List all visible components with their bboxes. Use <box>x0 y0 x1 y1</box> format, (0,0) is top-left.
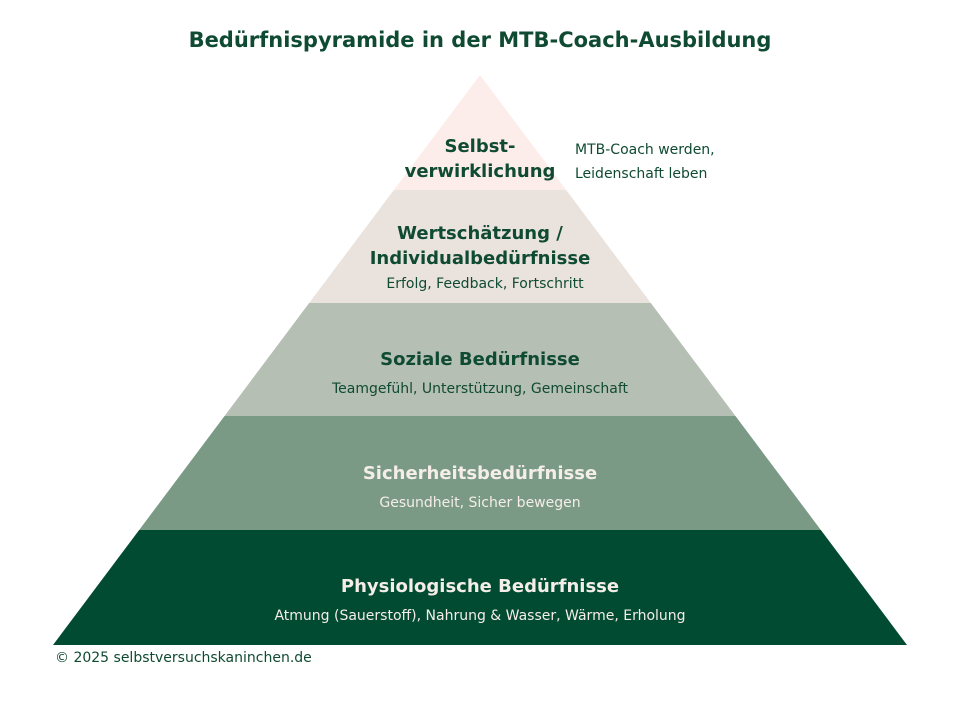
level-1-heading-line: Selbst- <box>444 136 516 157</box>
level-4-heading: Sicherheitsbedürfnisse <box>362 463 598 484</box>
side-note-line: Leidenschaft leben <box>575 166 708 182</box>
level-2-detail: Erfolg, Feedback, Fortschritt <box>386 276 584 292</box>
level-3-detail: Teamgefühl, Unterstützung, Gemeinschaft <box>331 381 629 397</box>
level-1-heading: Selbst- verwirklichung <box>380 134 580 184</box>
level-4-detail: Gesundheit, Sicher bewegen <box>379 495 581 511</box>
side-note: MTB-Coach werden, Leidenschaft leben <box>575 138 715 186</box>
pyramid-level-4 <box>139 416 821 530</box>
side-note-line: MTB-Coach werden, <box>575 142 715 158</box>
pyramid-level-2 <box>309 190 651 303</box>
level-2-heading: Wertschätzung / Individualbedürfnisse <box>330 221 630 271</box>
level-5-detail: Atmung (Sauerstoff), Nahrung & Wasser, W… <box>274 608 686 624</box>
copyright-footer: © 2025 selbstversuchskaninchen.de <box>55 650 312 666</box>
pyramid-level-1 <box>393 75 567 190</box>
level-3-heading: Soziale Bedürfnisse <box>380 349 580 370</box>
pyramid-level-5 <box>53 530 907 645</box>
level-1-heading-line: verwirklichung <box>404 161 556 182</box>
level-2-heading-line: Individualbedürfnisse <box>369 248 591 269</box>
level-5-heading: Physiologische Bedürfnisse <box>340 576 620 597</box>
level-2-heading-line: Wertschätzung / <box>397 223 563 244</box>
diagram-title: Bedürfnispyramide in der MTB-Coach-Ausbi… <box>188 28 772 52</box>
pyramid-level-3 <box>224 303 736 416</box>
